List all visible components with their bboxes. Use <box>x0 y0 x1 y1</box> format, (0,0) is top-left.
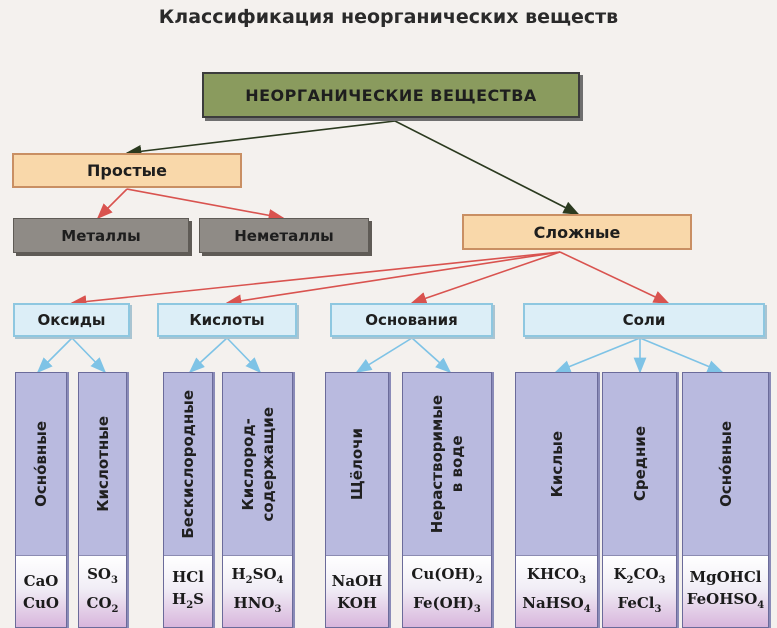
type-column-basic-oxides: Оснóвные CaO CuO <box>15 372 67 628</box>
arrow-complex-to-oxides <box>70 251 561 308</box>
formula: K2CO3 <box>613 564 666 586</box>
formula: H2S <box>172 590 204 611</box>
arrow-oxides-to-basic <box>36 337 73 374</box>
arrow-salts-to-basic <box>639 337 724 373</box>
formula: HNO3 <box>233 593 282 615</box>
simple-node: Простые <box>12 153 242 188</box>
type-label: Оснóвные <box>716 421 735 507</box>
arrow-complex-to-salts <box>559 251 670 304</box>
type-label: Кислые <box>547 430 566 498</box>
arrow-bases-to-alkalis <box>355 337 413 373</box>
formula: Fe(OH)3 <box>413 593 481 615</box>
arrow-acids-to-oxygen <box>226 337 262 374</box>
formula: KHCO3 <box>526 564 587 586</box>
formula: HCl <box>172 568 204 586</box>
arrow-salts-to-acidic <box>554 337 641 373</box>
formula: CuO <box>23 593 59 612</box>
nonmetals-node: Неметаллы <box>199 218 369 253</box>
acids-node: Кислоты <box>157 303 297 337</box>
formula: MgOHCl <box>689 568 762 586</box>
type-column-alkalis: Щёлочи NaOH KOH <box>325 372 389 628</box>
type-label: Щёлочи <box>348 427 366 501</box>
formula: NaOH <box>331 571 383 590</box>
formula-list: CaO CuO <box>16 555 66 627</box>
formula: FeCl3 <box>617 593 662 615</box>
salts-node: Соли <box>523 303 765 337</box>
formula: Cu(OH)2 <box>411 564 483 586</box>
arrow-root-to-complex <box>394 120 580 215</box>
arrow-root-to-simple <box>125 120 396 158</box>
formula-list: NaOH KOH <box>326 555 388 627</box>
type-label: Кислотные <box>93 416 112 512</box>
bases-node: Основания <box>330 303 493 337</box>
formula: CaO <box>23 571 59 590</box>
formula: H2SO4 <box>231 564 284 586</box>
formula: KOH <box>337 593 377 612</box>
type-label: Средние <box>630 426 649 502</box>
arrow-simple-to-nonmetals <box>126 188 285 222</box>
type-label: Оснóвные <box>32 421 50 507</box>
root-node: НЕОРГАНИЧЕСКИЕ ВЕЩЕСТВА <box>202 72 580 118</box>
metals-node: Металлы <box>13 218 189 253</box>
arrow-bases-to-insoluble <box>411 337 452 374</box>
complex-node: Сложные <box>462 214 692 250</box>
formula: CO2 <box>86 593 119 615</box>
type-label: Кислород-содержащие <box>238 406 277 522</box>
diagram-title: Классификация неорганических веществ <box>158 6 619 28</box>
oxides-node: Оксиды <box>13 303 130 337</box>
arrow-acids-to-oxygenfree <box>188 337 228 374</box>
formula: FeOHSO4 <box>686 590 765 611</box>
type-label: Бескислородные <box>179 389 197 539</box>
arrow-complex-to-acids <box>225 251 561 308</box>
arrow-simple-to-metals <box>96 188 128 220</box>
formula: NaHSO4 <box>522 593 591 615</box>
arrow-oxides-to-acidic <box>71 337 107 374</box>
formula: SO3 <box>87 564 118 586</box>
arrow-complex-to-bases <box>410 251 561 305</box>
